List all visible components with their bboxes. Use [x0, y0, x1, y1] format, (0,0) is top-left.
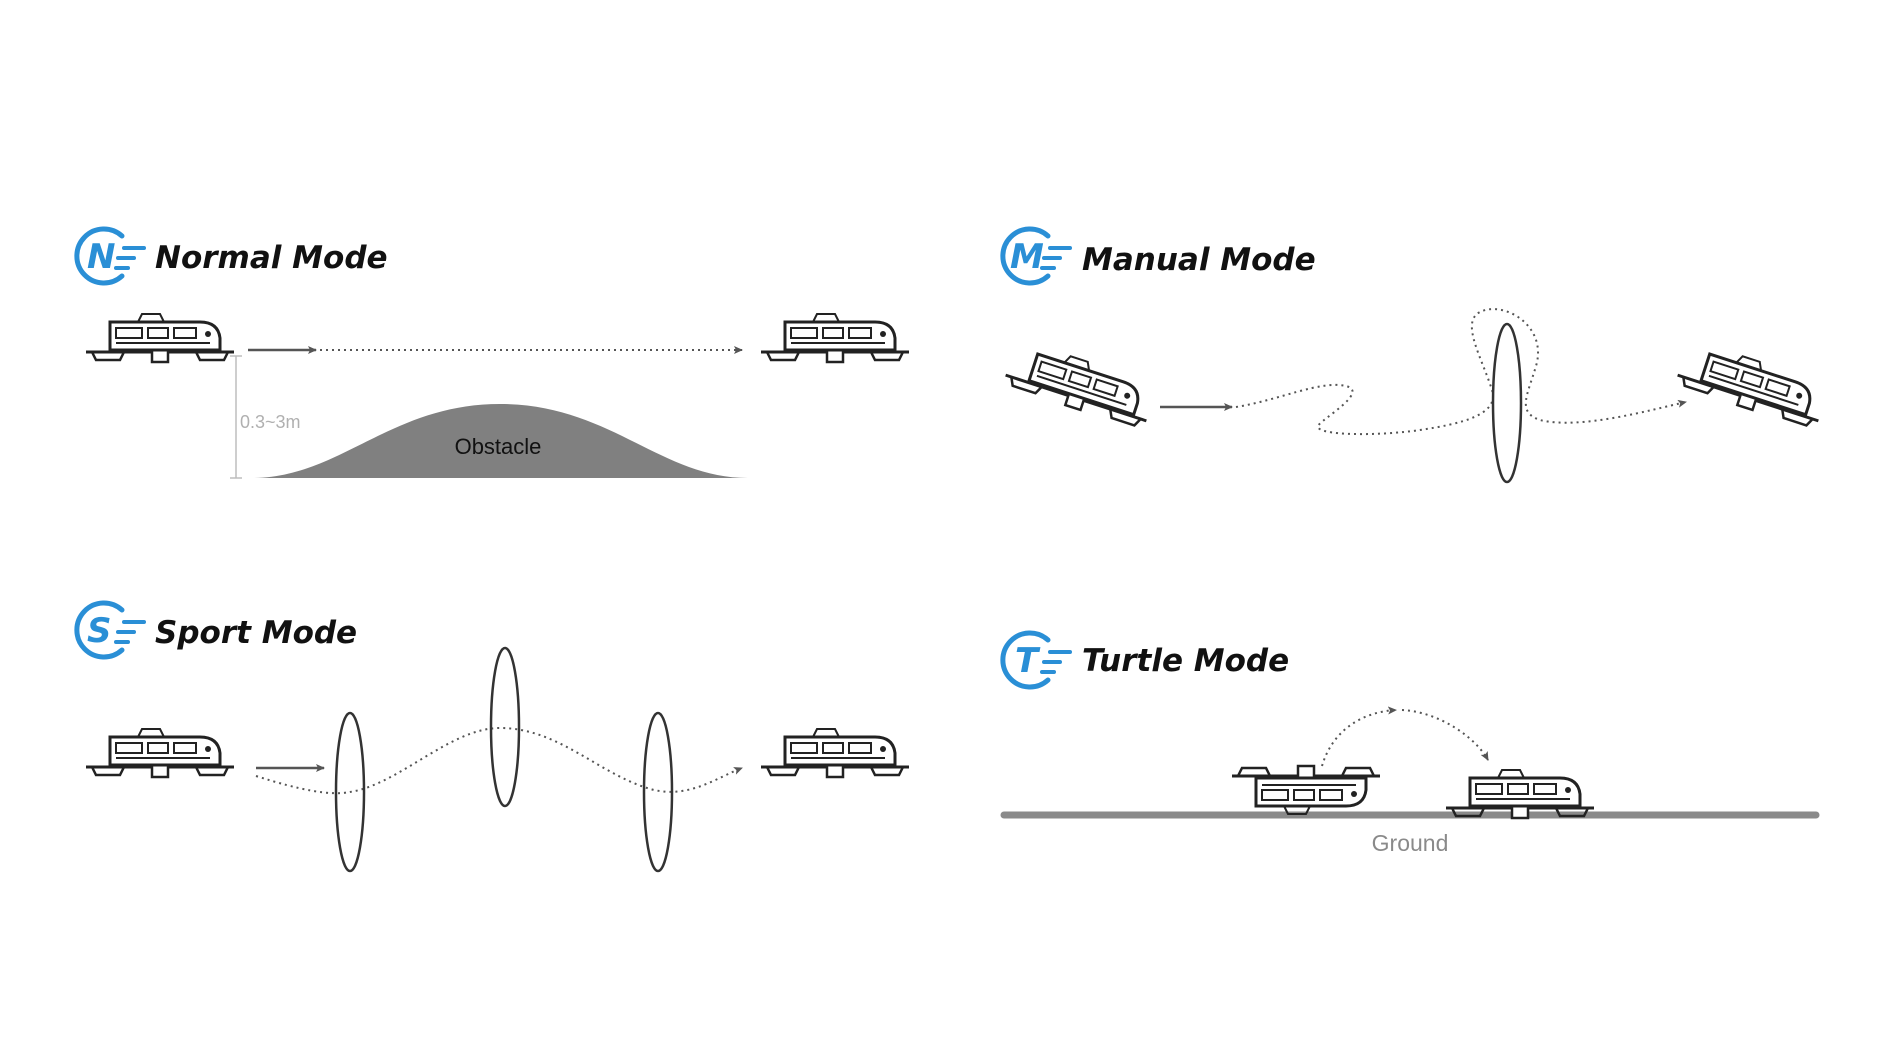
turtle-mode-title: Turtle Mode: [1082, 643, 1289, 679]
drone-icon: [84, 312, 236, 364]
drone-icon: [759, 727, 911, 779]
drone-icon: [84, 727, 236, 779]
manual-mode-badge-icon: M: [1003, 229, 1070, 283]
drone-icon: [1230, 764, 1382, 816]
normal-mode-badge-letter: N: [87, 237, 115, 277]
turtle-mode-badge-icon: T: [1003, 633, 1070, 687]
sport-mode-panel: S Sport Mode: [77, 603, 911, 873]
flip-ring: [1491, 322, 1523, 484]
turtle-mode-panel: T Turtle Mode Ground: [1003, 633, 1820, 856]
drone-icon: [759, 312, 911, 364]
gate-ring: [489, 646, 521, 808]
obstacle-label: Obstacle: [455, 434, 542, 459]
drone-icon: [1673, 337, 1832, 432]
flip-arc-path: [1321, 706, 1397, 767]
turtle-mode-badge-letter: T: [1015, 641, 1041, 681]
flight-path-dotted: [1235, 308, 1687, 436]
normal-mode-badge-icon: N: [77, 229, 144, 283]
sport-mode-badge-letter: S: [87, 611, 112, 651]
flip-arc-path: [1401, 709, 1489, 761]
gate-ring: [642, 711, 674, 873]
manual-mode-panel: M Manual Mode: [1001, 229, 1832, 484]
drone-icon: [1444, 768, 1596, 820]
ground-label: Ground: [1372, 830, 1449, 856]
manual-mode-badge-letter: M: [1010, 237, 1044, 277]
sport-mode-badge-icon: S: [77, 603, 144, 657]
height-label: 0.3~3m: [240, 412, 301, 432]
normal-mode-panel: N Normal Mode 0.3~3m Obstacle: [77, 229, 911, 479]
obstacle-shape: [252, 404, 748, 478]
manual-mode-title: Manual Mode: [1082, 242, 1316, 278]
sport-mode-title: Sport Mode: [155, 615, 357, 651]
gate-ring: [334, 711, 366, 873]
normal-mode-title: Normal Mode: [155, 240, 388, 276]
drone-icon: [1001, 337, 1160, 432]
